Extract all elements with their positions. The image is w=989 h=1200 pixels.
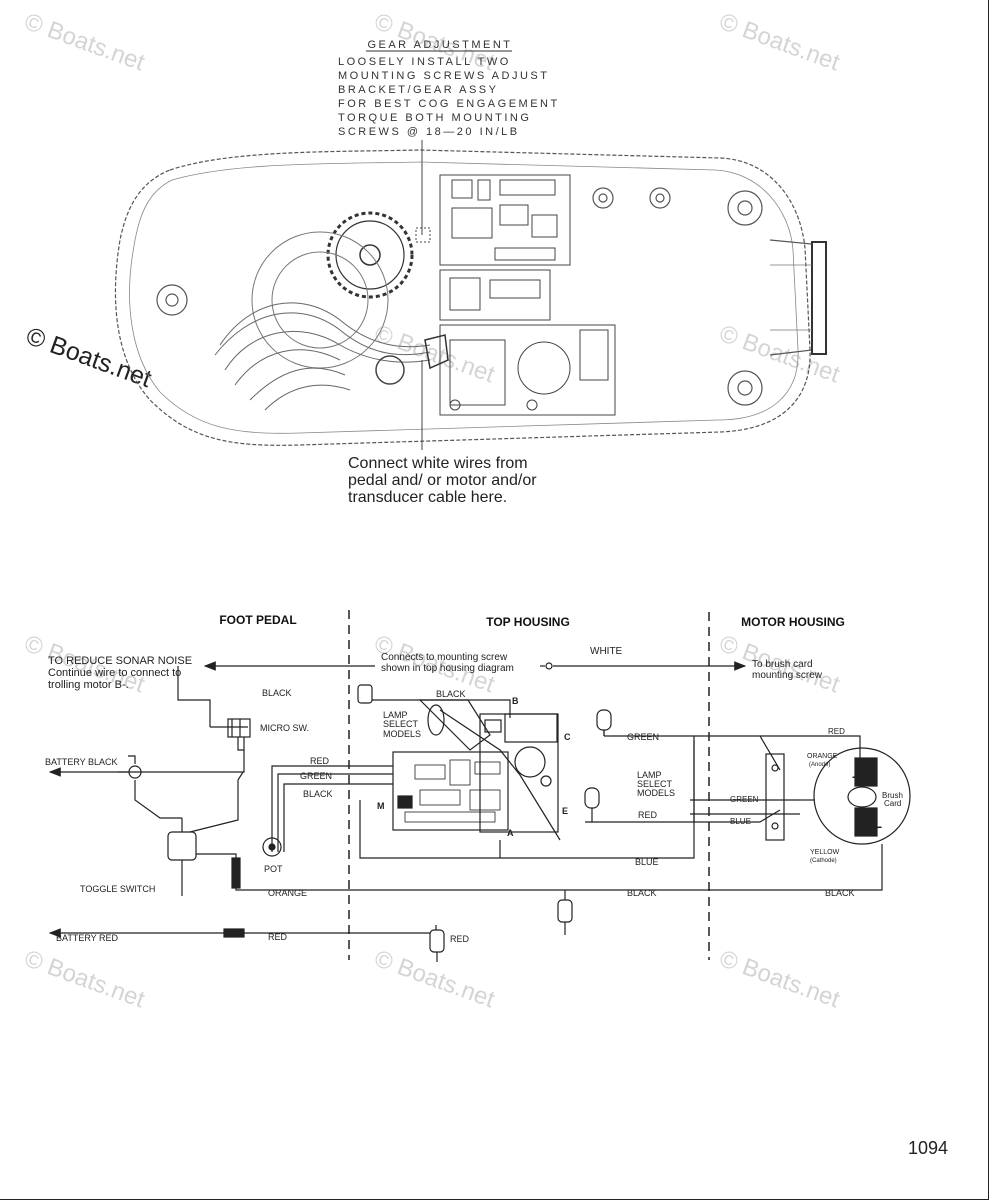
red-fuse-label: RED [450, 934, 470, 944]
wires: BLACK [48, 666, 883, 938]
toggle-switch-label: TOGGLE SWITCH [80, 884, 155, 894]
anode-label: (Anode) [809, 762, 830, 768]
housing-outline [114, 149, 811, 446]
note-line: transducer cable here. [348, 489, 508, 506]
lamp-select-label: MODELS [637, 788, 675, 798]
note-line: Connect white wires from [348, 455, 528, 472]
brush-card-note: mounting screw [752, 670, 823, 681]
connect-white-wires-note: Connect white wires from pedal and/ or m… [348, 455, 537, 506]
lamp-select-label: LAMP [637, 770, 662, 780]
blue-motor-label: BLUE [730, 817, 751, 826]
sonar-noise-title: TO REDUCE SONAR NOISE [48, 655, 192, 667]
note-line: pedal and/ or motor and/or [348, 472, 537, 489]
gear-adjustment-line: BRACKET/GEAR ASSY [338, 84, 498, 96]
section-top-housing: TOP HOUSING [486, 615, 570, 629]
cathode-label: (Cathode) [810, 858, 837, 864]
mounting-screw-note: shown in top housing diagram [381, 663, 514, 674]
black-wire-label: BLACK [262, 688, 292, 698]
terminal-a-label: A [507, 828, 514, 838]
wire-bundle [214, 302, 431, 411]
lamp-select-label: SELECT [383, 719, 419, 729]
mounting-screw-note: Connects to mounting screw [381, 652, 508, 663]
black-bottom-label: BLACK [627, 888, 657, 898]
sonar-noise-line: trolling motor B-. [48, 679, 129, 691]
orange-wire-label: ORANGE [268, 888, 307, 898]
pot-label: POT [264, 864, 283, 874]
gear-adjustment-line: TORQUE BOTH MOUNTING [338, 112, 531, 124]
black-right-label: BLACK [825, 888, 855, 898]
gear-adjustment-title: GEAR ADJUSTMENT [367, 39, 512, 51]
terminal-c-label: C [564, 732, 571, 742]
terminal-m-label: M [377, 801, 385, 811]
battery-red-label: BATTERY RED [56, 933, 119, 943]
green-motor-label: GREEN [730, 795, 759, 804]
red-bottom-label: RED [268, 932, 288, 942]
orange-anode-label: ORANGE [807, 753, 838, 760]
micro-switch-label: MICRO SW. [260, 723, 309, 733]
brush-card-label: Brush [882, 791, 903, 800]
yellow-cathode-label: YELLOW [810, 849, 840, 856]
section-motor-housing: MOTOR HOUSING [741, 615, 845, 629]
gear-adjustment-line: MOUNTING SCREWS ADJUST [338, 70, 549, 82]
motor-brush-card [765, 747, 911, 845]
wiring-diagram: FOOT PEDAL TOP HOUSING MOTOR HOUSING TO … [45, 610, 911, 962]
mounting-holes [156, 187, 763, 406]
red-motor-label: RED [828, 727, 845, 736]
gear-adjustment-line: LOOSELY INSTALL TWO [338, 56, 511, 68]
blue-wire-label: BLUE [635, 857, 659, 867]
lamp-select-label: LAMP [383, 710, 408, 720]
black-pot-label: BLACK [303, 789, 333, 799]
lamp-select-label: SELECT [637, 779, 673, 789]
green-pot-label: GREEN [300, 771, 332, 781]
gear-adjustment-line: SCREWS @ 18—20 IN/LB [338, 126, 520, 138]
black-lamp-label: BLACK [436, 689, 466, 699]
page-number: 1094 [907, 1138, 948, 1158]
potentiometer [262, 837, 282, 857]
section-foot-pedal: FOOT PEDAL [219, 613, 296, 627]
brush-card-label: Card [884, 799, 901, 808]
sonar-noise-line: Continue wire to connect to [48, 667, 181, 679]
control-board [439, 174, 616, 416]
section-dividers [348, 610, 710, 960]
red-wire-label: RED [638, 810, 658, 820]
lamp-select-label: MODELS [383, 729, 421, 739]
terminal-e-label: E [562, 806, 568, 816]
top-housing-drawing: GEAR ADJUSTMENT LOOSELY INSTALL TWO MOUN… [114, 39, 827, 450]
svg-text:−: − [874, 819, 882, 835]
red-pot-label: RED [310, 756, 330, 766]
terminal-connectors [357, 684, 612, 953]
brush-card-note: To brush card [752, 659, 813, 670]
green-wire-label: GREEN [627, 732, 659, 742]
gear-adjustment-note: GEAR ADJUSTMENT LOOSELY INSTALL TWO MOUN… [338, 39, 560, 138]
battery-black-label: BATTERY BLACK [45, 757, 118, 767]
main-control-board [392, 699, 559, 833]
gear-adjustment-line: FOR BEST COG ENGAGEMENT [338, 98, 560, 110]
svg-text:+: + [852, 769, 860, 785]
terminal-b-label: B [512, 696, 519, 706]
white-wire-label: WHITE [590, 646, 623, 657]
